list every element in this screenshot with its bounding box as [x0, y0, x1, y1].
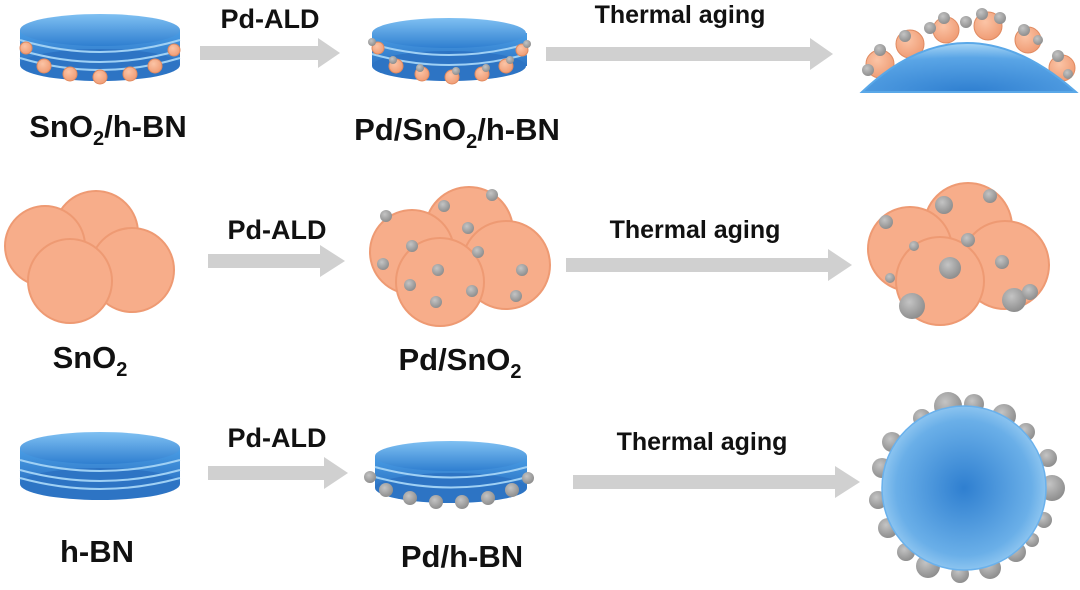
step-label-thermal-aging: Thermal aging	[617, 428, 788, 456]
label-pd-hbn: Pd/h-BN	[401, 539, 523, 574]
arrow-thermal-aging-2	[566, 249, 852, 281]
step-label-thermal-aging: Thermal aging	[610, 216, 781, 244]
arrow-pd-ald-2	[208, 245, 345, 277]
label-pd-sno2-hbn: Pd/SnO2/h-BN	[354, 112, 560, 153]
aged-pd-sno2-particles-icon	[867, 182, 1050, 326]
sno2-hbn-disc-icon	[19, 14, 181, 85]
pd-sno2-particles-icon	[369, 186, 551, 327]
step-label-pd-ald: Pd-ALD	[221, 4, 320, 34]
arrow-thermal-aging-1	[546, 38, 833, 70]
step-label-pd-ald: Pd-ALD	[228, 215, 327, 245]
label-pd-sno2: Pd/SnO2	[398, 342, 521, 383]
hbn-disc-icon	[19, 432, 181, 500]
arrow-pd-ald-3	[208, 457, 348, 489]
pd-sno2-hbn-disc-icon	[368, 18, 531, 85]
label-sno2-hbn: SnO2/h-BN	[29, 109, 187, 150]
step-label-pd-ald: Pd-ALD	[228, 423, 327, 453]
label-hbn: h-BN	[60, 534, 134, 569]
aged-hbn-sphere-icon	[869, 392, 1065, 583]
label-sno2: SnO2	[53, 340, 128, 381]
aged-dome-icon	[859, 8, 1079, 93]
step-label-thermal-aging: Thermal aging	[595, 1, 766, 29]
arrow-pd-ald-1	[200, 38, 340, 68]
pd-hbn-disc-icon	[364, 441, 534, 509]
sno2-particles-icon	[4, 190, 175, 324]
arrow-thermal-aging-3	[573, 466, 860, 498]
